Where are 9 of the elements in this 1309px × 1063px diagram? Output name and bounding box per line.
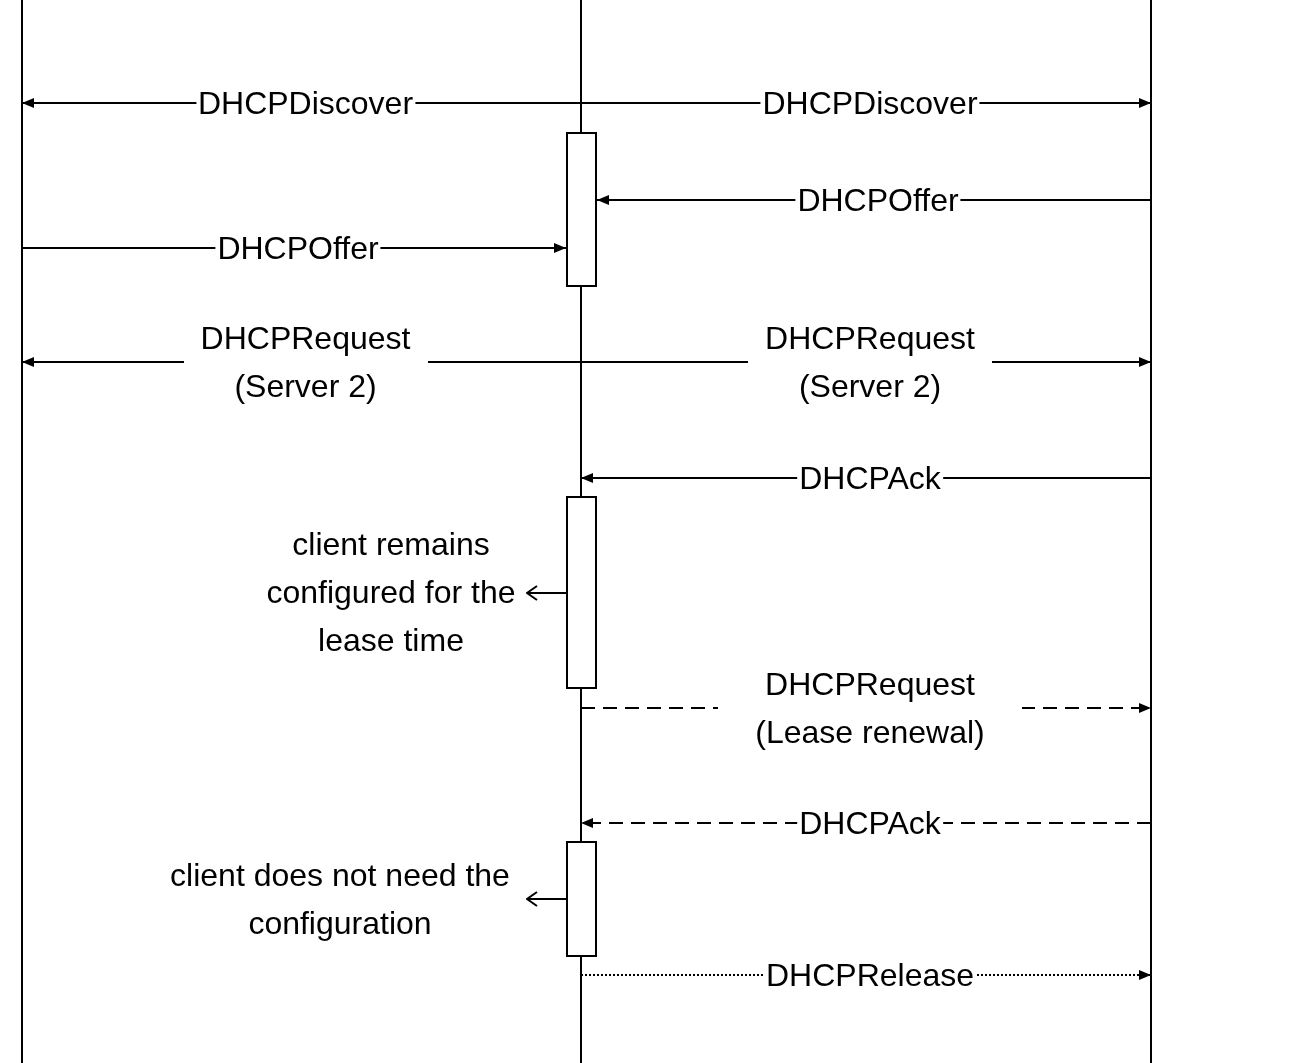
pointer-arrow	[526, 585, 567, 601]
note-text: client does not need the configuration	[153, 851, 527, 947]
lifeline	[21, 0, 23, 1063]
activation-bar	[566, 132, 597, 287]
lifeline	[1150, 0, 1152, 1063]
pointer-arrow	[526, 891, 567, 907]
activation-bar	[566, 841, 597, 957]
note-text: client remains configured for the lease time	[255, 520, 527, 664]
activation-bar	[566, 496, 597, 689]
